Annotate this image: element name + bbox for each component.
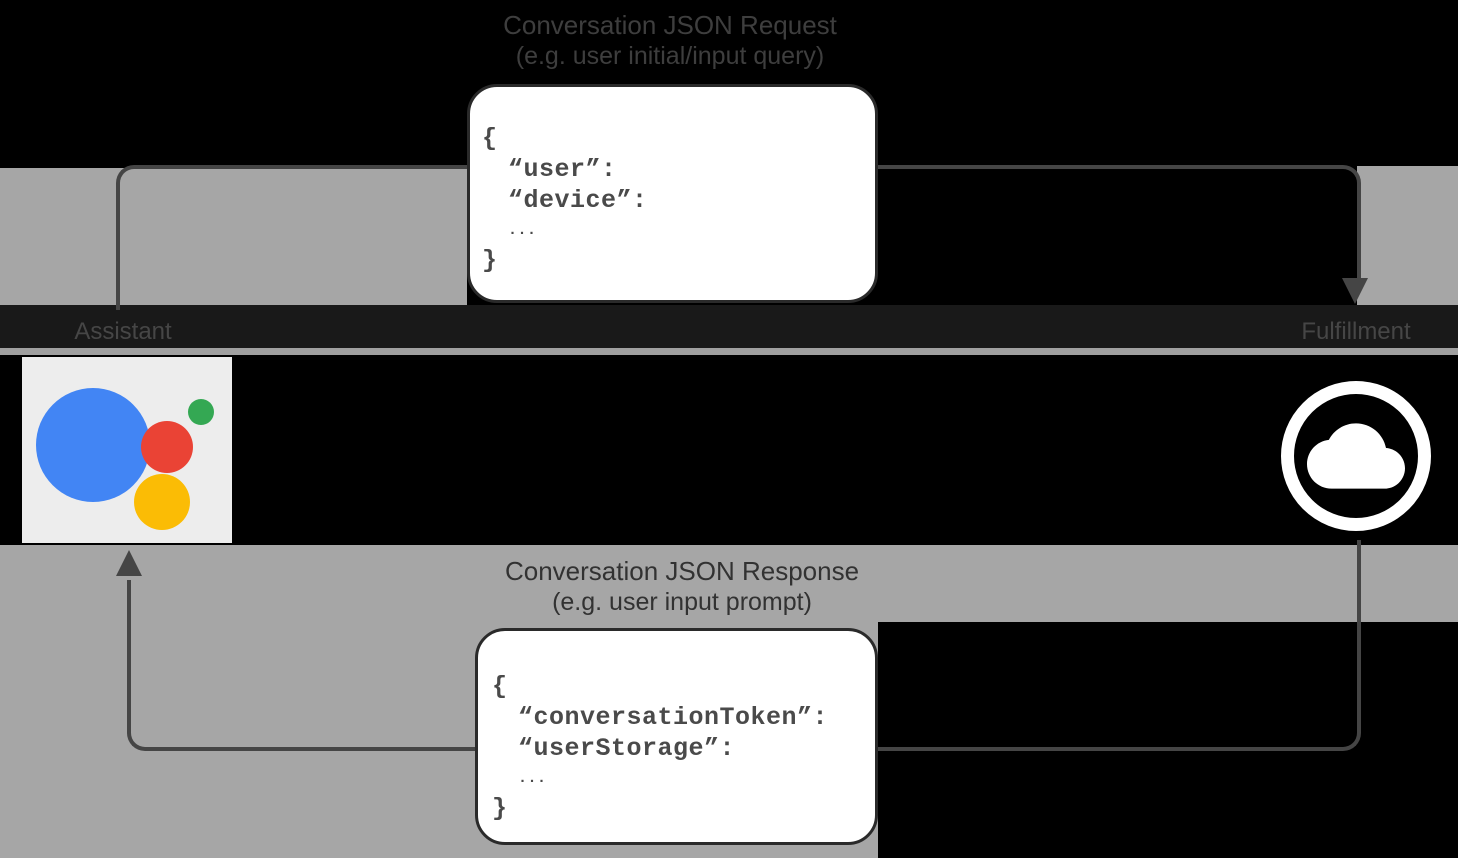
code-open-brace: { xyxy=(482,124,498,153)
request-title-block: Conversation JSON Request (e.g. user ini… xyxy=(370,10,970,72)
request-title: Conversation JSON Request xyxy=(503,10,837,40)
background-region-top-left xyxy=(0,168,467,310)
background-region-top-right xyxy=(1357,166,1458,312)
request-arrow-line-left xyxy=(116,165,721,310)
response-arrow-line-left xyxy=(127,580,719,751)
code-close-brace: } xyxy=(482,246,498,275)
cloud-icon xyxy=(1281,381,1431,531)
request-arrowhead-icon xyxy=(1342,278,1368,304)
fulfillment-label: Fulfillment xyxy=(1301,318,1411,345)
assistant-blue-dot-icon xyxy=(36,388,150,502)
actor-label-band xyxy=(0,305,1458,348)
response-subtitle: (e.g. user input prompt) xyxy=(552,588,812,616)
response-title: Conversation JSON Response xyxy=(504,556,860,586)
code-key-user: “user”: xyxy=(508,155,617,184)
fulfillment-tile xyxy=(1262,372,1450,540)
code-key-device: “device”: xyxy=(508,186,648,215)
request-arrow-line-right xyxy=(717,165,1361,287)
code-key-user-storage: “userStorage”: xyxy=(518,734,736,763)
assistant-red-dot-icon xyxy=(141,421,193,473)
response-arrow-line-right xyxy=(715,540,1361,751)
request-json-box: { “user”: “device”: ... } xyxy=(467,84,878,303)
response-arrowhead-icon xyxy=(116,550,142,576)
assistant-yellow-dot-icon xyxy=(134,474,190,530)
divider-strip xyxy=(0,348,1458,355)
assistant-tile xyxy=(22,357,232,543)
request-subtitle: (e.g. user initial/input query) xyxy=(515,42,825,70)
code-close-brace: } xyxy=(492,794,508,823)
code-open-brace: { xyxy=(492,672,508,701)
assistant-green-dot-icon xyxy=(188,399,214,425)
assistant-label: Assistant xyxy=(74,318,172,345)
code-ellipsis: ... xyxy=(518,770,547,787)
response-json-box: { “conversationToken”: “userStorage”: ..… xyxy=(475,628,878,845)
response-title-block: Conversation JSON Response (e.g. user in… xyxy=(382,556,982,618)
code-key-conversation-token: “conversationToken”: xyxy=(518,703,829,732)
code-ellipsis: ... xyxy=(508,222,537,239)
